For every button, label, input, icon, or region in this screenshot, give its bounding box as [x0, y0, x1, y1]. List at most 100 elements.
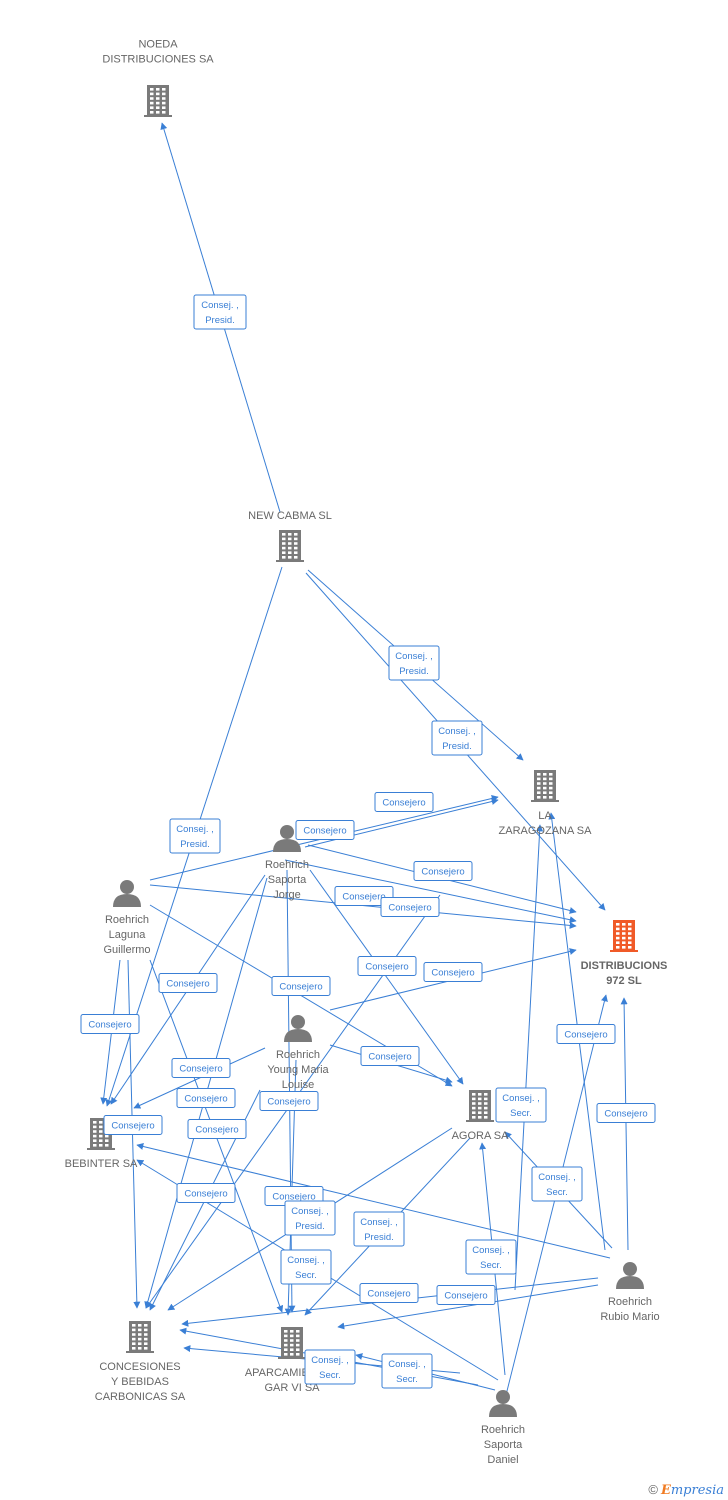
edge-label-box — [360, 1046, 420, 1066]
node-label: Louise — [282, 1079, 314, 1091]
edge-label: Consej. ,Secr. — [381, 1353, 433, 1389]
person-icon — [284, 1015, 312, 1042]
edge-label: Consejero — [103, 1115, 163, 1135]
building-window — [284, 1348, 288, 1351]
edge-label-text: Consejero — [179, 1064, 222, 1075]
node-label: GAR VI SA — [264, 1382, 320, 1394]
node-label: CONCESIONES — [99, 1361, 180, 1373]
building-window — [105, 1139, 109, 1142]
node-label: Daniel — [487, 1454, 518, 1466]
building-window — [132, 1328, 136, 1332]
building-window — [290, 1334, 294, 1338]
edge-label-text: Secr. — [510, 1108, 532, 1119]
edge-label: Consejero — [271, 976, 331, 996]
person-icon — [113, 880, 141, 907]
building-window — [282, 542, 286, 545]
edge-label-text: Consej. , — [311, 1355, 349, 1366]
building-window — [478, 1106, 482, 1110]
building-window — [537, 782, 541, 785]
edge-label-box — [374, 792, 434, 812]
edge-label: Consejero — [359, 1283, 419, 1303]
brand-logo-text: mpresia — [670, 1483, 724, 1498]
edge-label-text: Presid. — [399, 666, 429, 677]
node-label: BEBINTER SA — [65, 1158, 138, 1170]
building-window — [162, 88, 166, 91]
building-window — [296, 1353, 300, 1356]
node-label: Y BEBIDAS — [111, 1376, 169, 1388]
building-window — [138, 1347, 142, 1350]
node-label: CARBONICAS SA — [95, 1391, 186, 1403]
node-concesiones[interactable]: CONCESIONES Y BEBIDAS CARBONICAS SA — [95, 1321, 186, 1403]
building-window — [628, 941, 632, 944]
edge-label-box — [465, 1239, 517, 1275]
edge-label-text: Consejero — [195, 1125, 238, 1136]
edge-label: Consejero — [374, 792, 434, 812]
building-window — [478, 1116, 482, 1119]
edge-label-box — [193, 294, 247, 330]
building-window — [162, 106, 166, 109]
edge-label: Consejero — [423, 962, 483, 982]
edge-label-text: Consejero — [184, 1189, 227, 1200]
person-body — [489, 1404, 517, 1417]
edge-label: Consejero — [596, 1103, 656, 1123]
building-window — [472, 1111, 476, 1114]
building-window — [290, 1353, 294, 1356]
building-window — [472, 1116, 476, 1119]
relation-edge — [309, 869, 464, 1085]
edge-label-text: Consej. , — [395, 651, 433, 662]
edge-label-text: Consejero — [272, 1192, 315, 1203]
edge-label-box — [495, 1087, 547, 1123]
building-window — [478, 1102, 482, 1105]
edge-label-box — [531, 1166, 583, 1202]
building-window — [138, 1328, 142, 1332]
building-window — [628, 932, 632, 935]
building-window — [628, 923, 632, 926]
edge-label-text: Presid. — [364, 1232, 394, 1243]
edge-label-text: Consejero — [365, 962, 408, 973]
edge-label-text: Consejero — [382, 798, 425, 809]
building-window — [144, 1337, 148, 1341]
node-label: NOEDA — [138, 39, 178, 51]
building-window — [484, 1111, 488, 1114]
edge-label-box — [176, 1183, 236, 1203]
building-window — [294, 542, 298, 545]
edge-label-box — [380, 897, 440, 917]
edge-label: Consej. ,Presid. — [431, 720, 483, 756]
node-newcabma[interactable]: NEW CABMA SL — [248, 510, 332, 562]
building-window — [472, 1097, 476, 1101]
building-window — [628, 946, 632, 949]
building-window — [290, 1339, 294, 1342]
edge-label-box — [381, 1353, 433, 1389]
edge-label-text: Consejero — [342, 892, 385, 903]
edge-label-text: Consejero — [444, 1291, 487, 1302]
building-window — [290, 1348, 294, 1351]
building-window — [622, 927, 626, 931]
building-window — [472, 1093, 476, 1096]
building-window — [156, 97, 160, 100]
building-window — [549, 796, 553, 799]
building-window — [543, 796, 547, 799]
building-window — [622, 936, 626, 940]
building-icon — [278, 1327, 306, 1359]
edge-label-box — [596, 1103, 656, 1123]
node-agora[interactable]: AGORA SA — [452, 1090, 510, 1142]
person-body — [273, 839, 301, 852]
building-window — [132, 1347, 136, 1350]
building-window — [99, 1134, 103, 1138]
edge-label-box — [171, 1058, 231, 1078]
person-body — [616, 1276, 644, 1289]
node-label: Roehrich — [105, 914, 149, 926]
person-head — [291, 1015, 305, 1029]
building-window — [99, 1144, 103, 1147]
edge-label-box — [423, 962, 483, 982]
building-window — [296, 1330, 300, 1333]
